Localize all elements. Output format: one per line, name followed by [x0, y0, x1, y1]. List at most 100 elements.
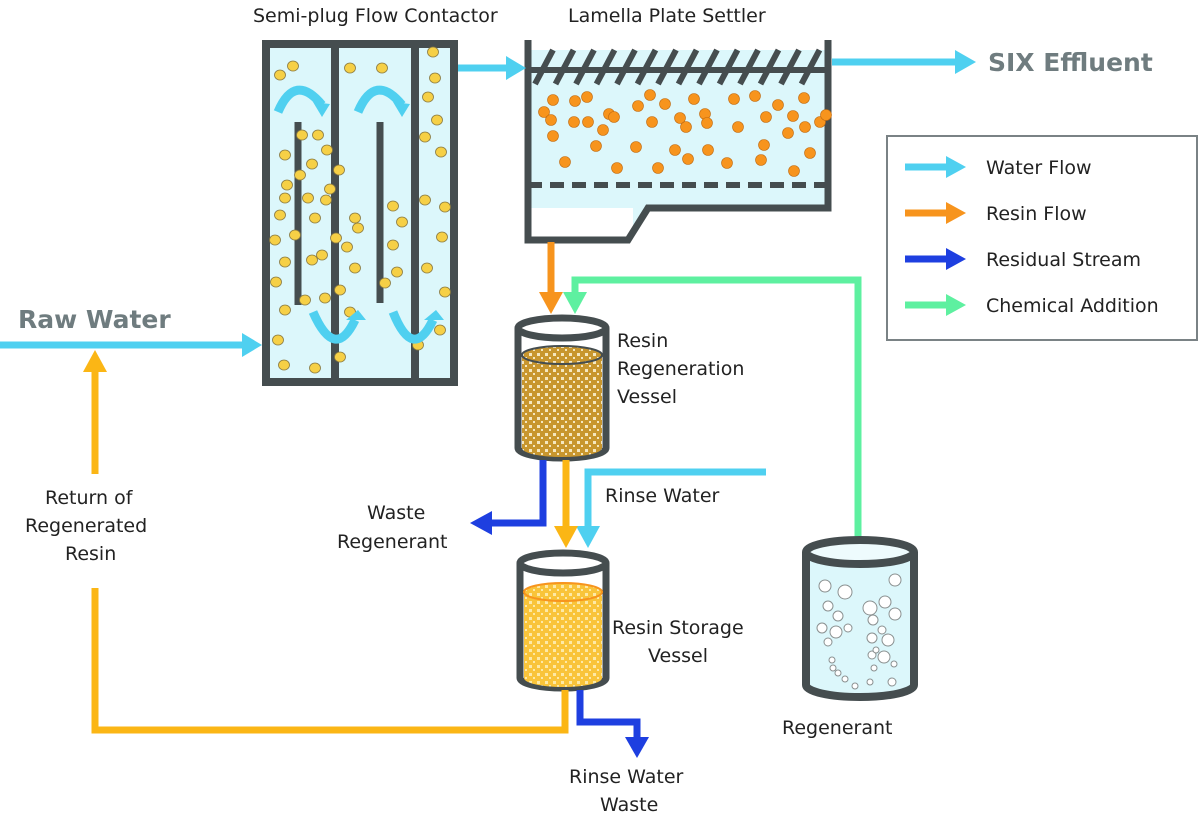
settled-bead — [755, 154, 767, 166]
flow-arrow-icon — [353, 85, 406, 114]
resin-bead — [319, 292, 331, 304]
resin-bead — [316, 249, 328, 261]
bubble — [887, 677, 897, 687]
settled-bead — [688, 93, 700, 105]
resin-bead — [281, 179, 293, 191]
settled-bead — [652, 162, 664, 174]
resin-beads — [269, 46, 451, 374]
arrow-right-icon — [955, 50, 976, 74]
resin-bead — [334, 351, 346, 363]
resin-bead — [279, 149, 291, 161]
lamella-plate — [737, 48, 761, 86]
bubble — [818, 579, 832, 593]
lamella-plate — [696, 48, 720, 86]
storage-vessel-label-2: Vessel — [648, 645, 708, 667]
resin-bead — [421, 262, 433, 274]
settled-bead — [772, 99, 784, 111]
resin-bead — [330, 232, 342, 244]
resin-bead — [436, 231, 448, 243]
legend-label: Residual Stream — [986, 249, 1141, 271]
resin-bead — [302, 192, 314, 204]
settled-bead — [669, 144, 681, 156]
arrow-right-icon — [506, 56, 526, 80]
settled-bead — [590, 140, 602, 152]
resin-storage-vessel — [516, 549, 610, 692]
resin-bead — [431, 114, 443, 126]
settled-bead — [680, 121, 692, 133]
bubble — [881, 633, 895, 647]
resin-bead — [422, 91, 434, 103]
bubble — [867, 650, 877, 660]
arrow-down-icon — [625, 737, 649, 758]
resin-bead — [341, 241, 353, 253]
residual-stream-line — [488, 460, 547, 527]
settled-bead — [721, 157, 733, 169]
bubble — [867, 614, 879, 626]
settled-bead — [538, 106, 550, 118]
flow-arrow-icon — [273, 85, 326, 114]
settled-bead — [702, 144, 714, 156]
bubble — [866, 632, 878, 644]
bubble — [866, 678, 874, 686]
storage-vessel-label-1: Resin Storage — [612, 617, 744, 639]
rinse-water-label: Rinse Water — [605, 485, 720, 507]
resin-bead — [334, 284, 346, 296]
resin-bead — [391, 266, 403, 278]
resin-bead — [272, 334, 284, 346]
rinse-waste-label-2: Waste — [600, 794, 658, 816]
settled-bead — [760, 111, 772, 123]
bubble — [828, 656, 836, 664]
resin-bead — [299, 294, 311, 306]
arrow-right-icon — [946, 294, 966, 316]
settled-bead — [608, 111, 620, 123]
resin-bead — [320, 194, 332, 206]
chemical-addition-line — [571, 276, 862, 538]
bubble — [843, 623, 853, 633]
resin-bead — [309, 212, 321, 224]
resin-bead — [419, 131, 431, 143]
bubble — [888, 607, 902, 621]
raw-water-label: Raw Water — [18, 305, 171, 334]
return-label-2: Regenerated — [25, 515, 147, 537]
flow-arrow-icon — [388, 310, 438, 344]
flow-arrow-icon — [424, 310, 444, 320]
settled-bead — [674, 112, 686, 124]
settled-bead — [646, 116, 658, 128]
legend-item: Resin Flow — [905, 202, 1087, 225]
bubble — [829, 664, 837, 672]
lamella-plate — [593, 48, 618, 86]
bubble — [877, 625, 887, 635]
resin-bead — [429, 72, 441, 84]
resin-bead — [309, 362, 321, 374]
resin-bead — [439, 286, 451, 298]
arrow-right-icon — [946, 248, 966, 270]
arrow-up-icon — [83, 350, 107, 372]
resin-bead — [274, 69, 286, 81]
settled-bead — [798, 92, 810, 104]
regen-vessel-label-1: Resin — [617, 330, 668, 352]
effluent-label: SIX Effluent — [988, 48, 1153, 77]
return-label-1: Return of — [45, 487, 134, 509]
resin-bead — [344, 62, 356, 74]
settled-bead — [569, 95, 581, 107]
lamella-plate — [532, 48, 556, 86]
regenerant-label: Regenerant — [782, 717, 892, 739]
resin-bead — [427, 46, 439, 58]
resin-bead — [349, 212, 361, 224]
resin-bead — [379, 277, 391, 289]
settled-bead — [804, 147, 816, 159]
resin-bead — [387, 200, 399, 212]
settled-bead — [782, 127, 794, 139]
return-resin-line — [91, 588, 569, 734]
bubbles — [816, 573, 902, 690]
bubble — [823, 637, 833, 647]
arrow-right-icon — [946, 202, 966, 224]
arrow-down-icon — [539, 292, 563, 314]
resin-bead — [396, 216, 408, 228]
resin-bead — [434, 324, 446, 336]
resin-bead — [387, 239, 399, 251]
resin-bead — [419, 194, 431, 206]
resin-bead — [306, 254, 318, 266]
bubble — [890, 660, 898, 668]
